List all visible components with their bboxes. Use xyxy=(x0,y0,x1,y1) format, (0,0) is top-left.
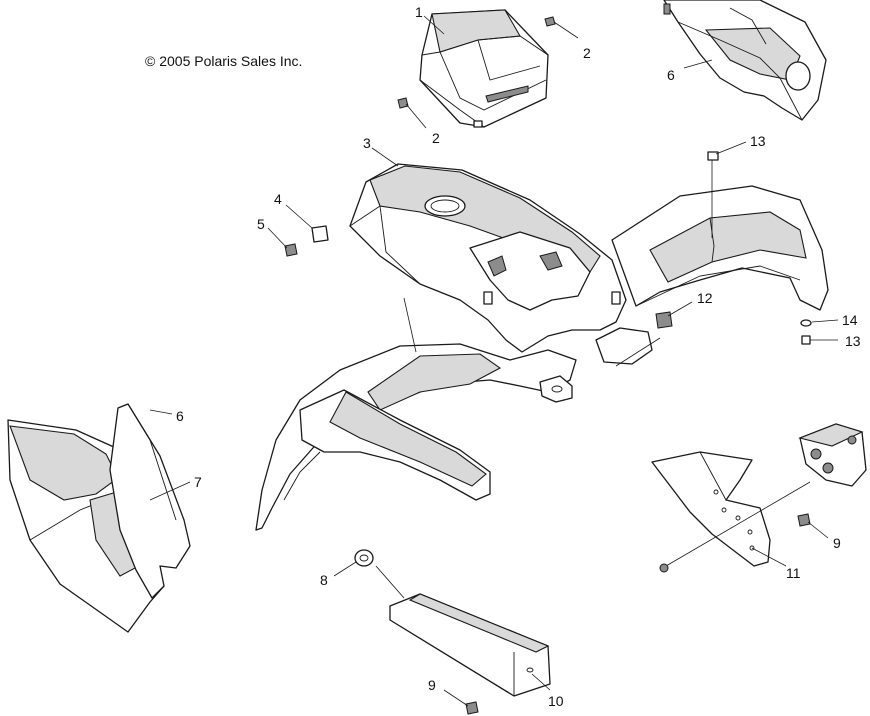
callout-9-right: 9 xyxy=(833,535,841,551)
part-10-heat-shield xyxy=(375,565,551,697)
part-8-clip xyxy=(333,549,374,577)
part-14-washer xyxy=(800,319,839,327)
callout-9-lower: 9 xyxy=(428,677,436,693)
part-12-fastener xyxy=(615,301,693,367)
part-11-bracket xyxy=(651,451,787,567)
switch-assembly xyxy=(665,423,867,567)
copyright-text: © 2005 Polaris Sales Inc. xyxy=(145,53,302,69)
callout-6-lower: 6 xyxy=(176,408,184,424)
part-13-plug-upper xyxy=(707,141,747,238)
callout-5: 5 xyxy=(257,216,265,232)
callout-4: 4 xyxy=(274,191,282,207)
callout-14: 14 xyxy=(842,312,858,328)
part-6-splash-panel-upper xyxy=(663,0,827,121)
part-5-screw xyxy=(267,227,298,257)
nut-small xyxy=(659,563,669,573)
part-1-pod-cover xyxy=(419,9,549,128)
callout-3: 3 xyxy=(363,135,371,151)
part-2-screw-lower xyxy=(397,97,427,129)
callout-13-lower: 13 xyxy=(845,333,861,349)
callout-12: 12 xyxy=(697,290,713,306)
callout-11: 11 xyxy=(786,565,801,581)
part-9-screw-lower xyxy=(443,689,479,715)
part-4-clip xyxy=(285,204,329,243)
callout-2-upper: 2 xyxy=(583,45,591,61)
callout-8: 8 xyxy=(320,572,328,588)
callout-13-upper: 13 xyxy=(750,133,766,149)
callout-1: 1 xyxy=(415,4,423,20)
leader-part-6-top xyxy=(683,59,713,69)
callout-2-lower: 2 xyxy=(432,130,440,146)
callout-6-upper: 6 xyxy=(667,67,675,83)
callout-10: 10 xyxy=(548,693,564,709)
leader-part-1 xyxy=(423,15,445,35)
part-3-front-cab xyxy=(255,147,829,531)
callout-7: 7 xyxy=(194,474,202,490)
part-13-plug-lower xyxy=(801,335,838,345)
part-2-screw-upper xyxy=(544,16,579,39)
part-9-screw-right xyxy=(797,513,829,539)
part-6-splash-panel-left xyxy=(109,403,191,599)
